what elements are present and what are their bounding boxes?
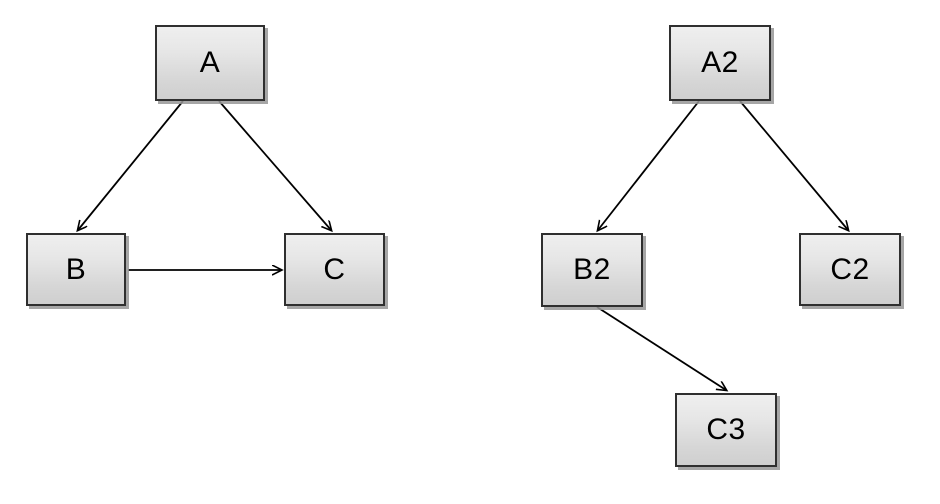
edge-a-to-b (78, 100, 184, 230)
node-label-a: A (199, 46, 221, 79)
node-label-b2: B2 (573, 253, 611, 286)
node-label-b: B (65, 252, 87, 286)
node-b[interactable]: B (26, 233, 126, 306)
edge-b2-to-c3 (596, 306, 726, 390)
edge-a-to-c (218, 100, 331, 230)
edge-a2-to-c2 (739, 100, 848, 230)
node-c2[interactable]: C2 (799, 233, 901, 306)
node-b2[interactable]: B2 (541, 233, 643, 307)
node-a2[interactable]: A2 (669, 25, 771, 101)
edge-a2-to-b2 (598, 100, 700, 230)
node-c[interactable]: C (284, 233, 385, 306)
node-c3[interactable]: C3 (675, 393, 777, 467)
node-label-a2: A2 (701, 46, 739, 79)
node-label-c3: C3 (706, 413, 746, 446)
node-a[interactable]: A (155, 25, 265, 101)
node-label-c2: C2 (830, 252, 870, 286)
node-label-c: C (323, 252, 346, 286)
